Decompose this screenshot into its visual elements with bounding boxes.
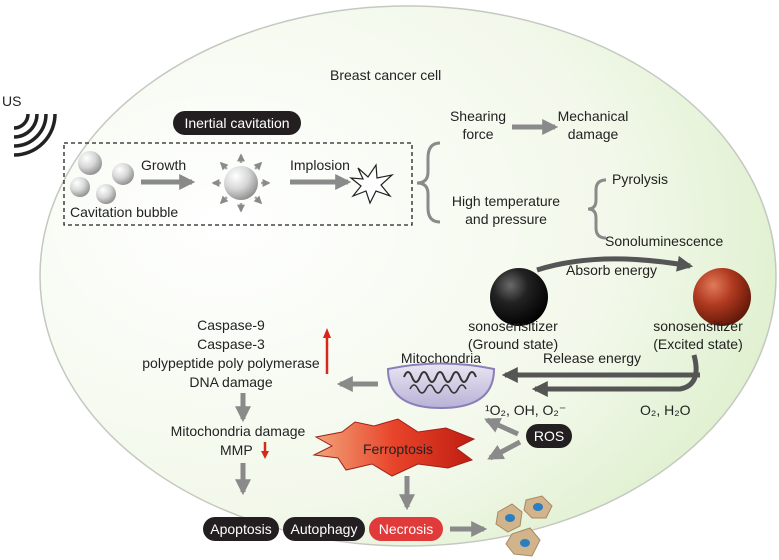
outcome-brace (416, 141, 441, 224)
ros-to-ferroptosis-arrow (487, 439, 522, 461)
growing-bubble (211, 153, 271, 213)
ultrasound-icon (13, 113, 57, 157)
temperature-brace (587, 178, 607, 240)
cell-label: Breast cancer cell (330, 67, 441, 83)
excited-state-label-1: sonosensitizer (653, 318, 743, 334)
ferroptosis-cell (312, 418, 476, 477)
necrosis-pill (369, 517, 443, 541)
release-energy-label: Release energy (543, 350, 641, 366)
necrotic-cell-fragments-icon (495, 495, 553, 557)
autophagy-label: Autophagy (291, 521, 358, 537)
excited-state-sphere (693, 268, 751, 326)
high-temp-label-2: and pressure (465, 211, 547, 227)
shearing-force-label-1: Shearing (450, 108, 506, 124)
mechanical-damage-label-2: damage (568, 126, 619, 142)
implosion-label: Implosion (290, 157, 350, 173)
ros-label: ROS (534, 428, 564, 444)
ground-state-label-1: sonosensitizer (468, 318, 558, 334)
downregulation-arrow-icon (261, 442, 269, 459)
ros-species-label: ¹O₂, OH, O₂⁻ (485, 402, 566, 418)
inertial-cavitation-pill (173, 111, 301, 135)
upregulation-arrow-icon (323, 328, 331, 374)
ros-to-mito-arrow (484, 417, 520, 437)
apoptosis-pill (203, 517, 279, 541)
cavitation-bubbles (70, 151, 134, 204)
ground-state-label-2: (Ground state) (468, 336, 558, 352)
dna-damage-label: DNA damage (189, 374, 272, 390)
ferroptosis-label: Ferroptosis (363, 441, 433, 457)
shearing-force-label-2: force (462, 126, 493, 142)
mechanical-damage-label-1: Mechanical (558, 108, 629, 124)
cavitation-bubble-label: Cavitation bubble (70, 204, 178, 220)
apoptosis-label: Apoptosis (210, 521, 271, 537)
mito-damage-label: Mitochondria damage (171, 423, 306, 439)
cavitation-box (63, 142, 413, 226)
reactant-arrow (531, 354, 699, 398)
us-label: US (2, 93, 21, 109)
necrosis-label: Necrosis (379, 521, 433, 537)
growth-label: Growth (141, 157, 186, 173)
absorb-energy-label: Absorb energy (566, 262, 657, 278)
imploded-bubble (349, 163, 395, 205)
mmp-label: MMP (220, 442, 253, 458)
mitochondria-icon (386, 362, 496, 410)
reactants-label: O₂, H₂O (640, 402, 691, 418)
excited-state-label-2: (Excited state) (653, 336, 742, 352)
ros-pill (526, 424, 572, 448)
pyrolysis-label: Pyrolysis (612, 171, 668, 187)
mitochondria-label: Mitochondria (401, 350, 481, 366)
sonoluminescence-label: Sonoluminescence (605, 233, 724, 249)
breast-cancer-cell (39, 5, 777, 547)
high-temp-label-1: High temperature (452, 193, 560, 209)
caspase-9-label: Caspase-9 (197, 317, 265, 333)
inertial-cavitation-label: Inertial cavitation (184, 115, 289, 131)
absorb-energy-arrow (536, 255, 694, 273)
parp-label: polypeptide poly polymerase (142, 355, 320, 371)
ground-state-sphere (490, 268, 548, 326)
caspase-3-label: Caspase-3 (197, 336, 265, 352)
autophagy-pill (283, 517, 365, 541)
